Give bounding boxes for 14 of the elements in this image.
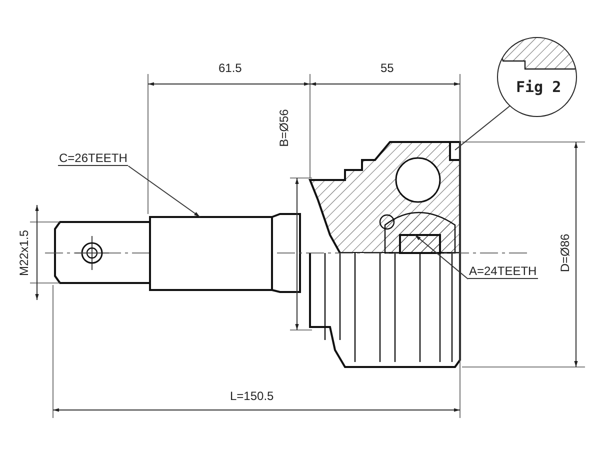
leader-label: C=26TEETH: [58, 151, 128, 166]
leader-label: A=24TEETH: [468, 264, 538, 279]
leader-line: [128, 166, 200, 218]
dimension-label: 55: [380, 61, 394, 75]
leader-line: [414, 234, 468, 280]
inner-race: [399, 234, 441, 254]
detail-label: Fig 2: [516, 78, 562, 96]
dimension-label: M22x1.5: [17, 230, 32, 276]
leader-line: [454, 104, 512, 150]
dimension-label: L=150.5: [230, 389, 274, 403]
dimension-label: B=Ø56: [276, 109, 291, 147]
dimension-label: D=Ø86: [558, 234, 572, 272]
dimension-label: 61.5: [218, 61, 242, 75]
housing-rim: [449, 141, 461, 161]
